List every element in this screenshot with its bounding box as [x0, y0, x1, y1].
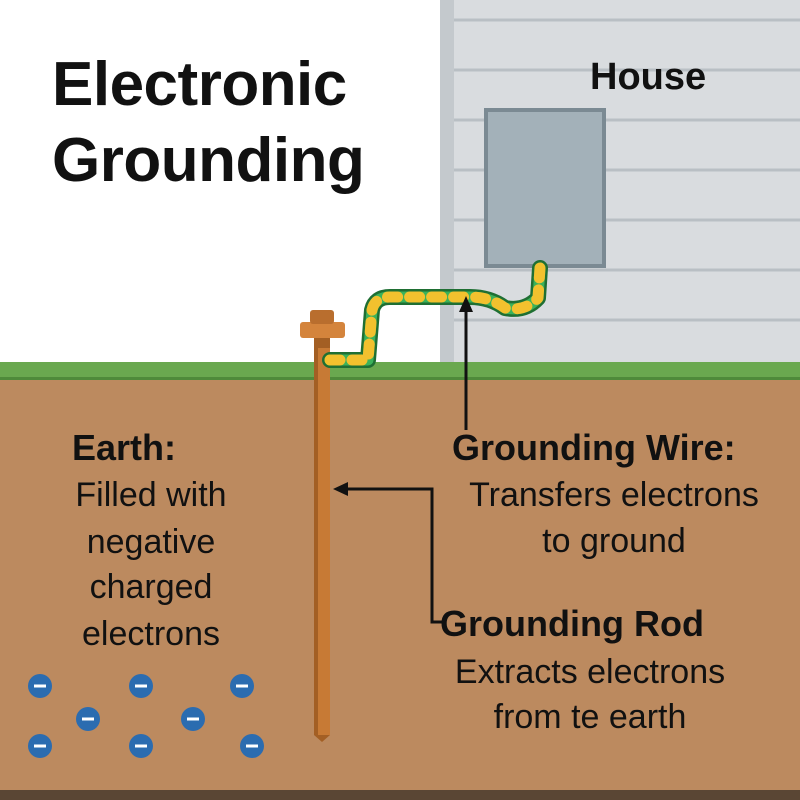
electron	[28, 674, 52, 698]
grass-strip	[0, 362, 800, 380]
house-label: House	[590, 56, 707, 98]
callout-arrows	[333, 296, 473, 624]
title-line-1: Electronic	[52, 50, 347, 119]
wire-pointer-head	[459, 296, 473, 312]
earth-heading: Earth:	[72, 427, 177, 468]
electron	[181, 707, 205, 731]
grounding-wire-line-2: to ground	[542, 522, 686, 560]
rod-pointer-head	[333, 482, 348, 496]
grounding-wire	[322, 260, 548, 368]
electron	[28, 734, 52, 758]
earth-line-1: Filled with	[75, 476, 227, 514]
grounding-rod-heading: Grounding Rod	[440, 603, 704, 644]
electron	[129, 674, 153, 698]
grounding-wire-heading: Grounding Wire:	[452, 427, 736, 468]
earth-line-4: electrons	[82, 615, 220, 653]
electron	[240, 734, 264, 758]
electrical-panel	[484, 108, 606, 268]
rod-pointer-line	[344, 487, 442, 624]
grounding-rod	[300, 310, 345, 742]
grounding-rod-line-1: Extracts electrons	[454, 653, 726, 691]
title-line-2: Grounding	[52, 126, 365, 195]
electrons	[28, 674, 264, 758]
electron	[230, 674, 254, 698]
earth-line-3: charged	[89, 568, 213, 606]
grounding-rod-line-2: from te earth	[493, 698, 687, 736]
electron	[129, 734, 153, 758]
earth-line-2: negative	[86, 523, 216, 561]
soil	[0, 378, 800, 800]
electron	[76, 707, 100, 731]
grounding-wire-line-1: Transfers electrons	[469, 476, 759, 514]
